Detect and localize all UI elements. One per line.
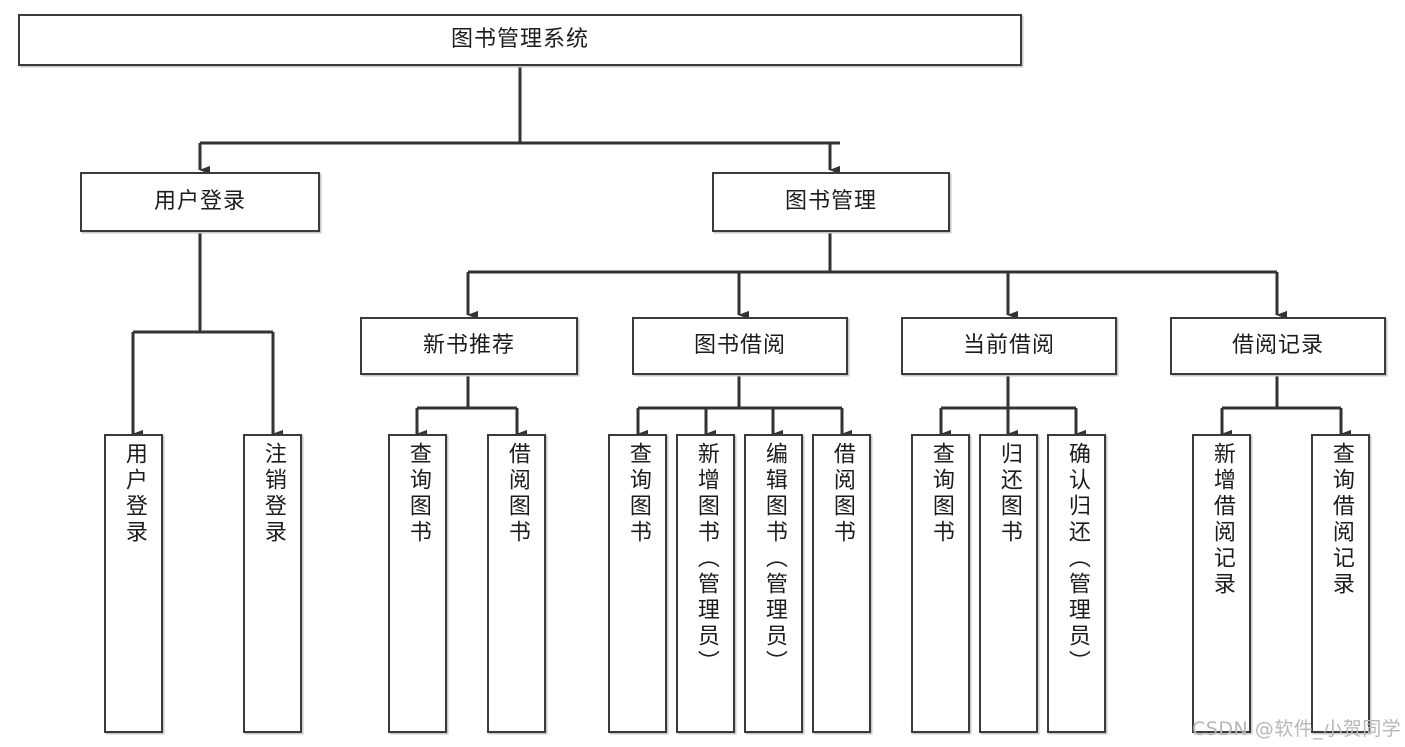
node-label: 查询图书 [625, 442, 651, 546]
node-label: 查询借阅记录 [1328, 442, 1354, 598]
node-new-book-recommend[interactable]: 新书推荐 [360, 317, 578, 375]
node-borrow-records[interactable]: 借阅记录 [1170, 317, 1386, 375]
node-leaf-logout[interactable]: 注销登录 [243, 434, 302, 733]
node-label: 图书管理系统 [450, 27, 589, 53]
node-leaf-user-login[interactable]: 用户登录 [104, 434, 163, 733]
node-label: 用户登录 [153, 189, 246, 215]
node-book-borrow[interactable]: 图书借阅 [632, 317, 848, 375]
node-user-login[interactable]: 用户登录 [80, 172, 320, 232]
node-label: 新增图书（管理员） [693, 442, 719, 676]
node-leaf-borrow-query-book[interactable]: 查询图书 [608, 434, 667, 733]
node-current-borrow[interactable]: 当前借阅 [901, 317, 1117, 375]
node-label: 新增借阅记录 [1209, 442, 1235, 598]
node-leaf-current-query-book[interactable]: 查询图书 [911, 434, 970, 733]
node-root-book-management-system[interactable]: 图书管理系统 [18, 14, 1022, 66]
node-leaf-current-return-book[interactable]: 归还图书 [979, 434, 1038, 733]
node-leaf-borrow-add-book-admin[interactable]: 新增图书（管理员） [676, 434, 735, 733]
node-label: 当前借阅 [962, 333, 1055, 359]
node-label: 借阅记录 [1231, 333, 1324, 359]
node-label: 用户登录 [121, 442, 147, 546]
node-label: 注销登录 [260, 442, 286, 546]
node-leaf-newbook-query-book[interactable]: 查询图书 [388, 434, 447, 733]
node-label: 确认归还（管理员） [1064, 442, 1090, 676]
node-leaf-borrow-edit-book-admin[interactable]: 编辑图书（管理员） [744, 434, 803, 733]
node-label: 查询图书 [405, 442, 431, 546]
node-label: 借阅图书 [829, 442, 855, 546]
node-leaf-records-query-record[interactable]: 查询借阅记录 [1311, 434, 1370, 733]
node-label: 编辑图书（管理员） [761, 442, 787, 676]
node-leaf-current-confirm-return-admin[interactable]: 确认归还（管理员） [1047, 434, 1106, 733]
node-label: 新书推荐 [422, 333, 515, 359]
node-book-management[interactable]: 图书管理 [712, 172, 950, 232]
node-leaf-borrow-borrow-book[interactable]: 借阅图书 [812, 434, 871, 733]
csdn-watermark: CSDN @软件_小贺同学 [1192, 718, 1402, 740]
node-label: 图书管理 [784, 189, 877, 215]
node-label: 图书借阅 [693, 333, 786, 359]
node-label: 归还图书 [996, 442, 1022, 546]
node-label: 借阅图书 [504, 442, 530, 546]
node-label: 查询图书 [928, 442, 954, 546]
node-leaf-records-add-record[interactable]: 新增借阅记录 [1192, 434, 1251, 733]
node-leaf-newbook-borrow-book[interactable]: 借阅图书 [487, 434, 546, 733]
